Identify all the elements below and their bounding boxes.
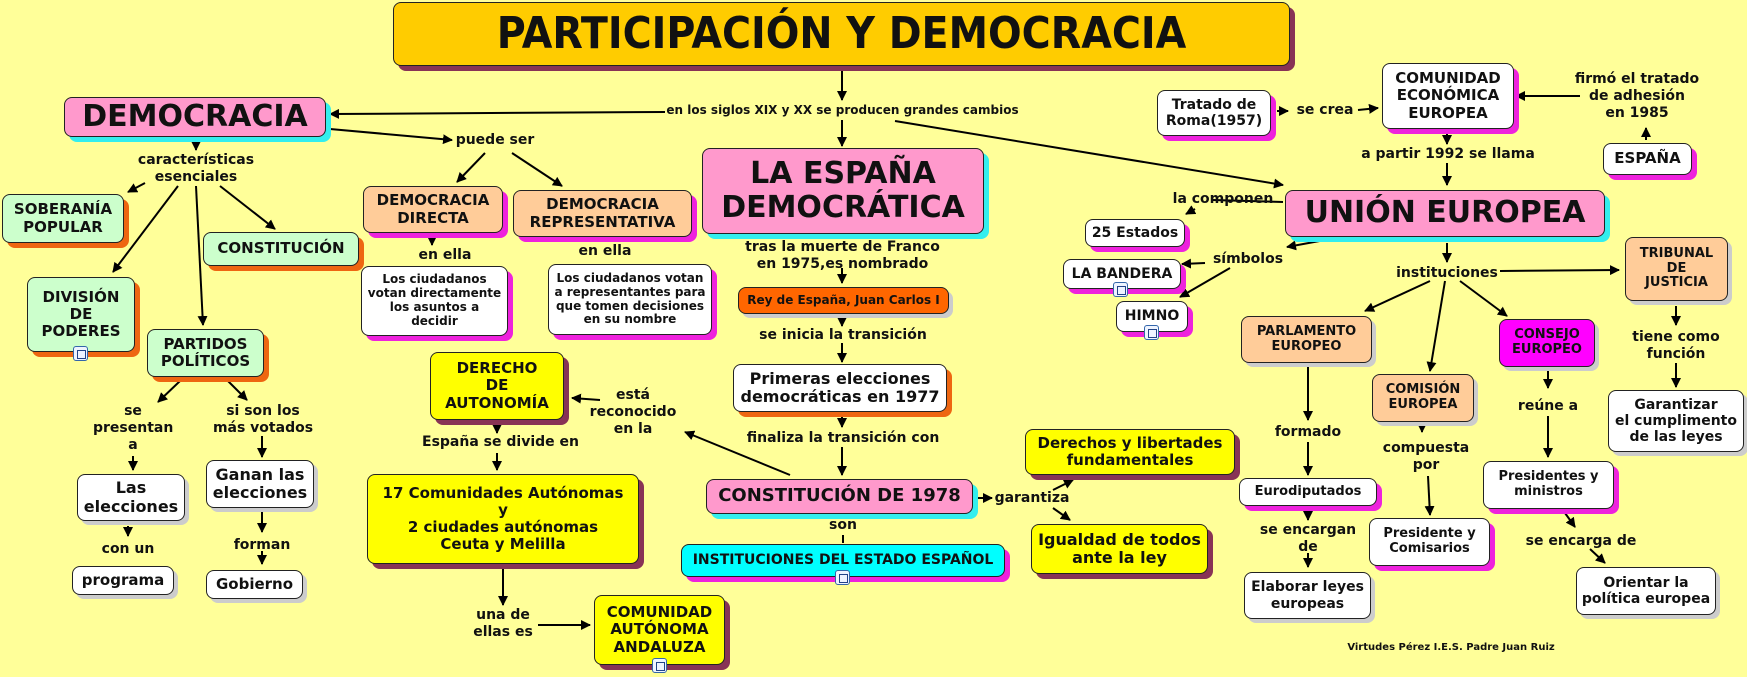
link-con-un: con un xyxy=(101,541,155,557)
link-se-presentan: se presentan a xyxy=(93,403,174,453)
link-se-encargan-de: se encargan de xyxy=(1259,522,1357,555)
node-representativa-desc[interactable]: Los ciudadanos votan a representantes pa… xyxy=(548,264,712,335)
node-25-estados[interactable]: 25 Estados xyxy=(1085,219,1185,247)
node-division-poderes[interactable]: DIVISIÓN DE PODERES xyxy=(27,277,135,352)
node-parlamento-europeo[interactable]: PARLAMENTO EUROPEO xyxy=(1241,316,1372,363)
image-icon[interactable] xyxy=(1113,282,1128,297)
link-en-ella-representativa: en ella xyxy=(578,243,632,259)
node-presidentes-ministros[interactable]: Presidentes y ministros xyxy=(1483,461,1614,509)
node-igualdad-ley[interactable]: Igualdad de todos ante la ley xyxy=(1031,524,1208,574)
link-espana-se-divide: España se divide en xyxy=(422,434,579,450)
link-se-encarga-de: se encarga de xyxy=(1525,533,1637,549)
document-icon[interactable] xyxy=(1144,325,1159,340)
node-ganan-elecciones[interactable]: Ganan las elecciones xyxy=(206,460,314,508)
node-programa[interactable]: programa xyxy=(72,566,174,595)
link-tiene-como-funcion: tiene como función xyxy=(1632,329,1720,362)
node-consejo-europeo[interactable]: CONSEJO EUROPEO xyxy=(1499,319,1595,367)
link-forman: forman xyxy=(233,537,291,553)
node-presidente-comisarios[interactable]: Presidente y Comisarios xyxy=(1369,518,1490,566)
link-finaliza-transicion: finaliza la transición con xyxy=(746,430,940,446)
main-title: PARTICIPACIÓN Y DEMOCRACIA xyxy=(393,2,1290,66)
link-instituciones: instituciones xyxy=(1396,265,1498,281)
node-democracia[interactable]: DEMOCRACIA xyxy=(64,97,326,137)
link-caracteristicas: características esenciales xyxy=(137,152,255,185)
node-tratado-roma[interactable]: Tratado de Roma(1957) xyxy=(1157,90,1271,136)
link-son: son xyxy=(829,517,857,533)
node-cee[interactable]: COMUNIDAD ECONÓMICA EUROPEA xyxy=(1382,63,1514,129)
node-garantizar-cumplimiento[interactable]: Garantizar el cumplimento de las leyes xyxy=(1608,390,1744,452)
node-eurodiputados[interactable]: Eurodiputados xyxy=(1239,478,1377,506)
link-compuesta-por: compuesta por xyxy=(1382,440,1470,473)
link-la-componen: la componen xyxy=(1172,191,1274,207)
author-credit: Virtudes Pérez I.E.S. Padre Juan Ruiz xyxy=(1347,642,1555,653)
link-se-inicia-transicion: se inicia la transición xyxy=(759,327,927,343)
node-primeras-elecciones[interactable]: Primeras elecciones democráticas en 1977 xyxy=(733,364,947,412)
link-simbolos: símbolos xyxy=(1212,251,1284,267)
link-firmo-tratado: firmó el tratado de adhesión en 1985 xyxy=(1574,71,1700,121)
submap-icon[interactable] xyxy=(73,346,88,361)
link-puede-ser: puede ser xyxy=(455,132,535,148)
node-union-europea[interactable]: UNIÓN EUROPEA xyxy=(1285,190,1605,237)
node-instituciones-estado[interactable]: INSTITUCIONES DEL ESTADO ESPAÑOL xyxy=(681,544,1005,577)
link-formado: formado xyxy=(1274,424,1342,440)
node-derecho-autonomia[interactable]: DERECHO DE AUTONOMÍA xyxy=(430,352,564,420)
node-comunidad-andaluza[interactable]: COMUNIDAD AUTÓNOMA ANDALUZA xyxy=(594,595,725,665)
link-garantiza: garantiza xyxy=(994,490,1070,506)
node-comision-europea[interactable]: COMISIÓN EUROPEA xyxy=(1372,374,1474,422)
node-democracia-representativa[interactable]: DEMOCRACIA REPRESENTATIVA xyxy=(513,190,692,237)
submap-icon[interactable] xyxy=(652,658,667,673)
node-rey-juan-carlos[interactable]: Rey de España, Juan Carlos I xyxy=(738,287,949,314)
node-tribunal-justicia[interactable]: TRIBUNAL DE JUSTICIA xyxy=(1625,237,1728,301)
node-elaborar-leyes[interactable]: Elaborar leyes europeas xyxy=(1244,572,1371,619)
link-tras-muerte-franco: tras la muerte de Franco en 1975,es nomb… xyxy=(745,239,940,272)
node-constitucion[interactable]: CONSTITUCIÓN xyxy=(203,232,359,266)
link-se-crea: se crea xyxy=(1296,102,1354,118)
node-gobierno[interactable]: Gobierno xyxy=(206,570,303,599)
node-derechos-libertades[interactable]: Derechos y libertades fundamentales xyxy=(1025,429,1235,475)
link-reune-a: reúne a xyxy=(1517,398,1579,414)
node-espana-democratica[interactable]: LA ESPAÑA DEMOCRÁTICA xyxy=(702,148,984,234)
link-en-ella-directa: en ella xyxy=(418,247,472,263)
node-comunidades-autonomas[interactable]: 17 Comunidades Autónomas y 2 ciudades au… xyxy=(367,474,639,564)
link-siglos-xix-xx: en los siglos XIX y XX se producen grand… xyxy=(666,103,1019,117)
link-esta-reconocido: está reconocido en la xyxy=(589,387,677,437)
node-las-elecciones[interactable]: Las elecciones xyxy=(77,474,185,521)
submap-icon[interactable] xyxy=(835,570,850,585)
node-espana[interactable]: ESPAÑA xyxy=(1603,143,1692,175)
node-constitucion-1978[interactable]: CONSTITUCIÓN DE 1978 xyxy=(706,479,973,514)
node-directa-desc[interactable]: Los ciudadanos votan directamente los as… xyxy=(361,266,508,336)
node-democracia-directa[interactable]: DEMOCRACIA DIRECTA xyxy=(363,186,503,233)
node-orientar-politica[interactable]: Orientar la política europea xyxy=(1576,567,1716,615)
link-una-de-ellas: una de ellas es xyxy=(473,607,533,640)
link-a-partir-1992: a partir 1992 se llama xyxy=(1361,146,1535,162)
node-partidos-politicos[interactable]: PARTIDOS POLÍTICOS xyxy=(147,329,264,377)
node-soberania-popular[interactable]: SOBERANÍA POPULAR xyxy=(2,194,124,243)
link-si-son: si son los más votados xyxy=(212,403,314,436)
